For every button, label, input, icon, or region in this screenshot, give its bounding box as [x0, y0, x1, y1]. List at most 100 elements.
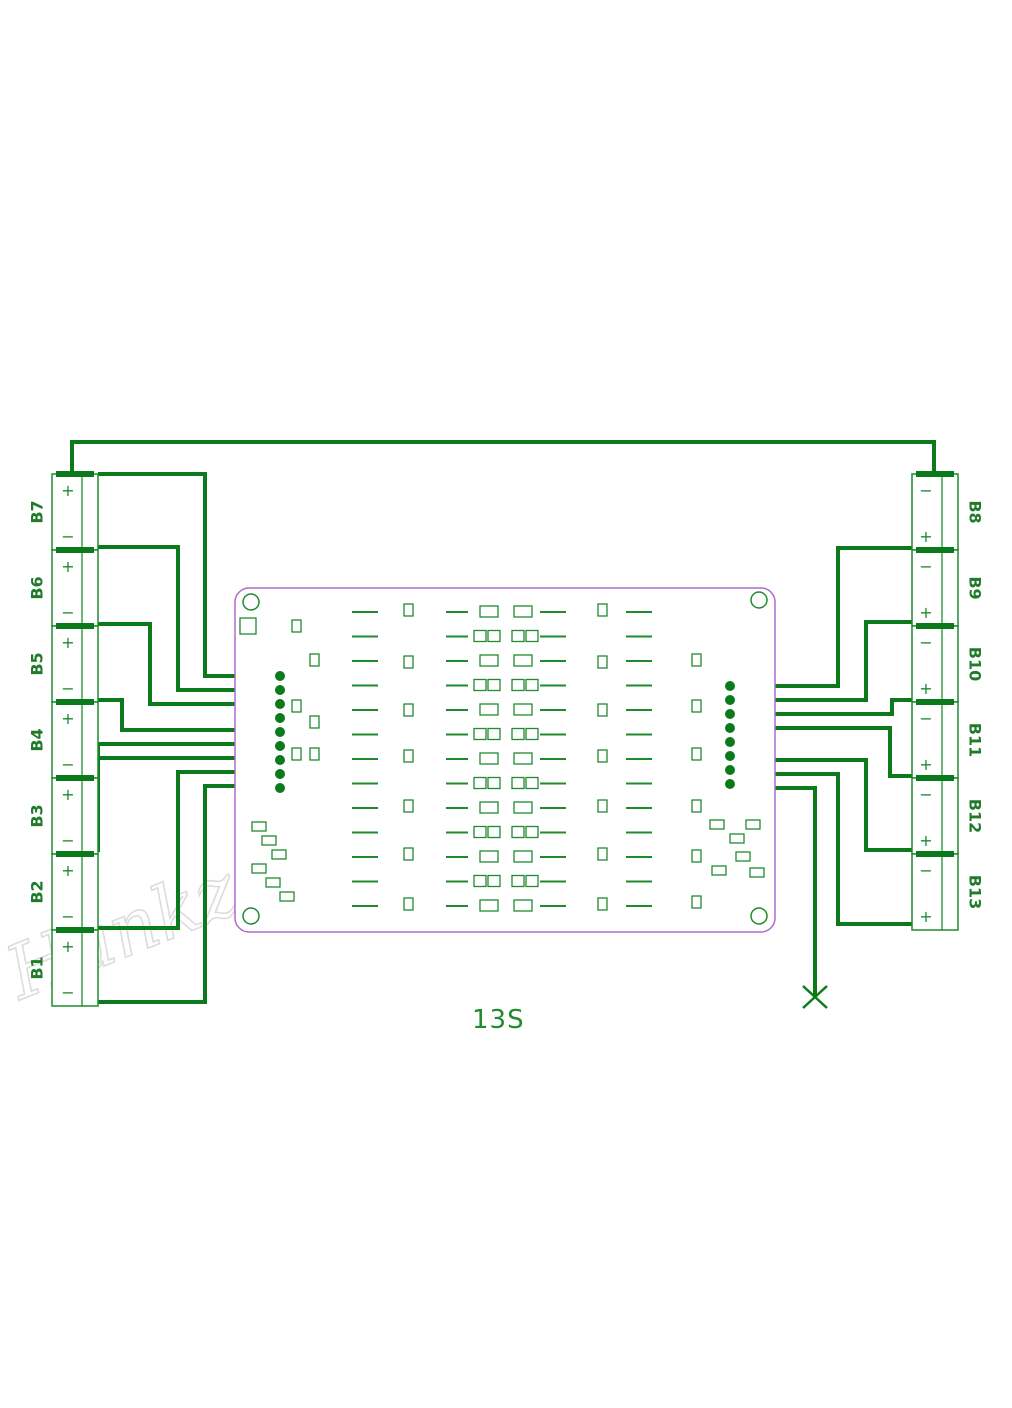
cell-body — [51, 853, 99, 931]
balance-wire — [730, 772, 912, 926]
smd-component — [261, 835, 277, 846]
balance-wire — [730, 620, 912, 702]
smd-component — [479, 605, 499, 618]
left-pad — [275, 783, 285, 793]
smd-component — [403, 603, 414, 617]
cell-bottom-sign: − — [61, 831, 74, 850]
cell-body — [51, 549, 99, 627]
cell-top-sign: − — [919, 481, 932, 500]
battery-cell-b1: + −B1 — [28, 927, 99, 1007]
cell-body — [911, 853, 959, 931]
smd-component — [511, 874, 525, 888]
smd-component — [511, 776, 525, 790]
smd-component — [403, 799, 414, 813]
cell-top-sign: − — [919, 633, 932, 652]
smd-component — [511, 678, 525, 692]
cell-label: B7 — [28, 500, 47, 523]
smd-component — [239, 617, 257, 635]
balance-wire — [70, 440, 936, 474]
cell-bottom-sign: + — [919, 907, 932, 926]
cell-bottom-sign: − — [61, 755, 74, 774]
balance-wire — [98, 545, 280, 692]
battery-cell-b13: −+B13 — [911, 851, 985, 931]
smd-component — [479, 654, 499, 667]
cell-label: B10 — [966, 647, 985, 681]
smd-component — [403, 703, 414, 717]
right-pad — [725, 737, 735, 747]
cell-terminal — [56, 623, 94, 629]
cell-bottom-sign: − — [61, 983, 74, 1002]
cell-top-sign: − — [919, 557, 932, 576]
smd-component — [479, 752, 499, 765]
smd-component — [479, 850, 499, 863]
balance-wire — [98, 622, 280, 706]
cell-body — [51, 777, 99, 855]
smd-component — [597, 847, 608, 861]
connector-pads — [275, 671, 735, 793]
smd-component — [597, 799, 608, 813]
smd-component — [711, 865, 727, 876]
smd-component — [513, 801, 533, 814]
smd-component — [251, 863, 267, 874]
cell-top-sign: + — [61, 557, 74, 576]
cell-label: B9 — [966, 576, 985, 599]
smd-component — [479, 899, 499, 912]
cell-terminal — [916, 775, 954, 781]
cell-top-sign: + — [61, 937, 74, 956]
smd-component — [403, 847, 414, 861]
smd-component — [525, 727, 539, 741]
smd-component — [513, 654, 533, 667]
smd-component — [487, 776, 501, 790]
cell-label: B4 — [28, 728, 47, 751]
smd-component — [473, 776, 487, 790]
cell-label: B2 — [28, 880, 47, 903]
right-pad — [725, 779, 735, 789]
cell-top-sign: − — [919, 709, 932, 728]
smd-component — [691, 747, 702, 761]
cell-bottom-sign: + — [919, 679, 932, 698]
smd-component — [513, 899, 533, 912]
balance-wire — [98, 770, 280, 930]
smd-component — [487, 678, 501, 692]
board-outline — [234, 587, 776, 933]
left-pad — [275, 671, 285, 681]
left-battery-column: +−B7+−B6+−B5+−B4+−B3+−B2+−B1 — [28, 471, 99, 1007]
board-components — [239, 603, 765, 912]
smd-component — [525, 776, 539, 790]
left-pad — [275, 769, 285, 779]
right-pad — [725, 765, 735, 775]
smd-component — [691, 653, 702, 667]
battery-cell-b5: +−B5 — [28, 623, 99, 703]
output-cross-mark — [802, 985, 828, 1009]
smd-component — [597, 703, 608, 717]
cell-terminal — [56, 547, 94, 553]
smd-component — [513, 752, 533, 765]
smd-component — [473, 727, 487, 741]
cell-terminal — [916, 547, 954, 553]
smd-component — [473, 629, 487, 643]
cell-top-sign: − — [919, 785, 932, 804]
smd-component — [709, 819, 725, 830]
battery-cell-b12: −+B12 — [911, 775, 985, 855]
cell-label: B11 — [966, 723, 985, 757]
cell-terminal — [916, 699, 954, 705]
mount-hole-top-right — [750, 591, 768, 609]
cell-bottom-sign: + — [919, 603, 932, 622]
balance-wire — [98, 698, 280, 732]
battery-cell-b9: − + B9 — [911, 547, 985, 627]
cell-body — [51, 625, 99, 703]
cell-terminal — [916, 623, 954, 629]
cell-label: B8 — [966, 500, 985, 523]
smd-component — [309, 747, 320, 761]
smd-component — [513, 605, 533, 618]
cell-label: B1 — [28, 956, 47, 979]
smd-component — [291, 619, 302, 633]
battery-cell-b7: +−B7 — [28, 471, 99, 551]
cell-bottom-sign: + — [919, 831, 932, 850]
smd-component — [291, 699, 302, 713]
balance-wire — [730, 546, 912, 688]
smd-component — [473, 874, 487, 888]
balance-wire — [730, 726, 912, 778]
smd-component — [309, 653, 320, 667]
